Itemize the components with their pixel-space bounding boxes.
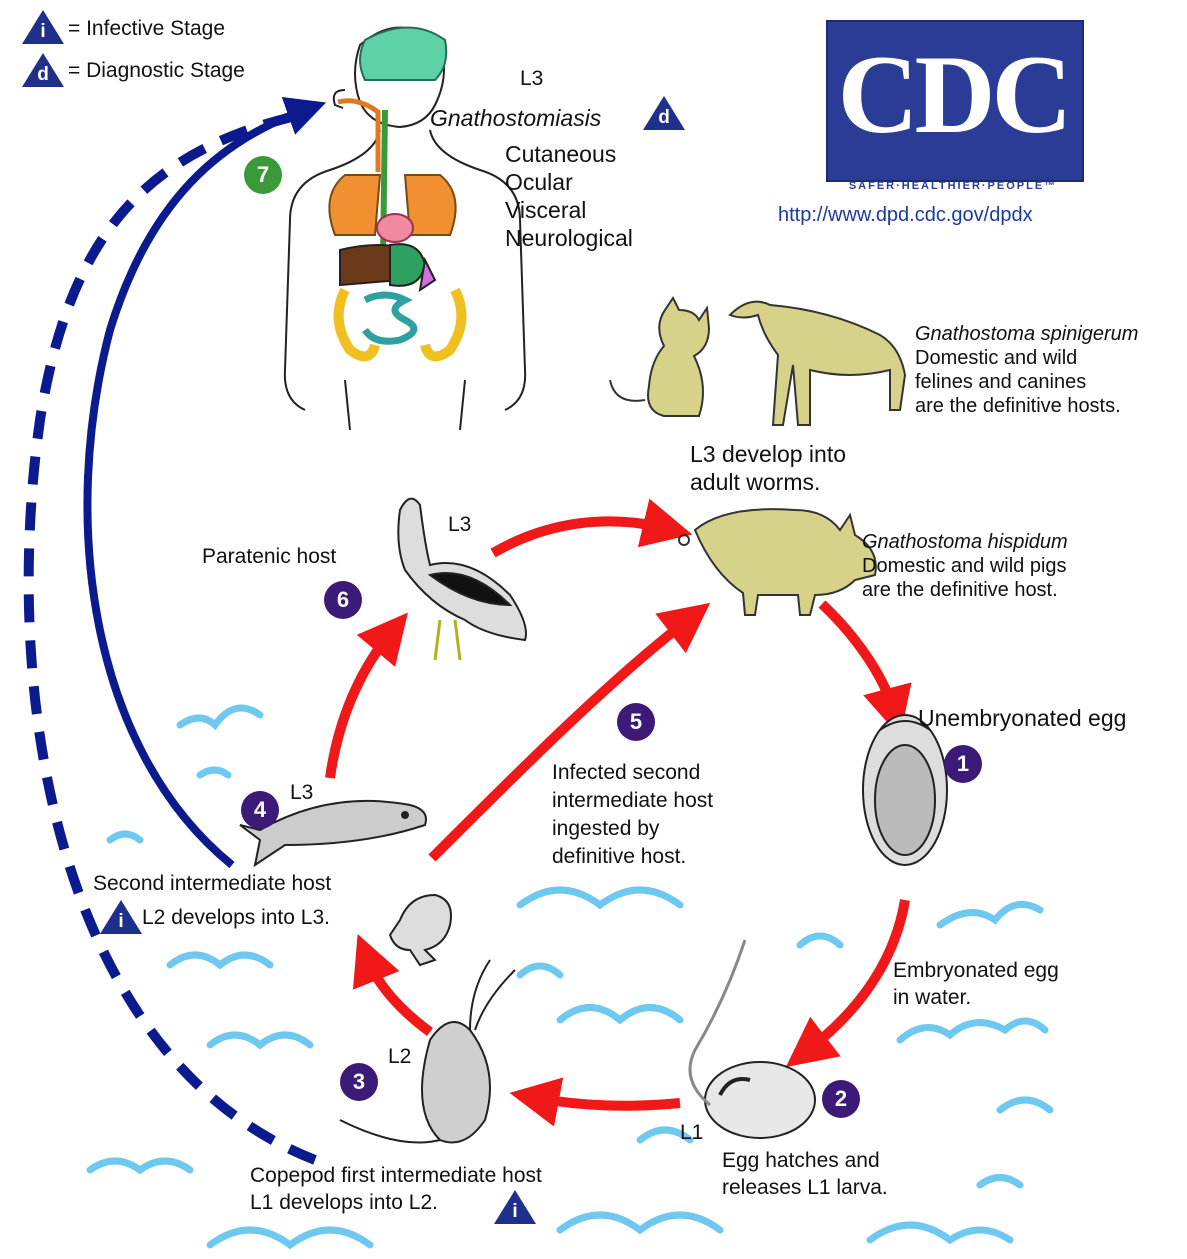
hispidum-name: Gnathostoma hispidum xyxy=(862,530,1068,554)
cdc-url[interactable]: http://www.dpd.cdc.gov/dpdx xyxy=(778,204,1033,227)
step5-line: Infected second xyxy=(552,760,700,785)
step4-stage-label: L3 xyxy=(290,780,313,805)
step5-line: ingested by xyxy=(552,816,659,841)
disease-form: Neurological xyxy=(505,224,633,252)
develop-line: adult worms. xyxy=(690,468,820,496)
step2-line: Egg hatches and xyxy=(722,1148,880,1173)
infective-symbol: i xyxy=(507,1201,523,1223)
infective-symbol: i xyxy=(35,21,51,43)
step3-badge: 3 xyxy=(340,1063,378,1101)
step4-badge: 4 xyxy=(241,791,279,829)
spinigerum-line: felines and canines xyxy=(915,370,1086,394)
diagnostic-stage-icon: d xyxy=(643,96,685,130)
spinigerum-line: are the definitive hosts. xyxy=(915,394,1121,418)
copepod xyxy=(340,960,515,1143)
hispidum-line: are the definitive host. xyxy=(862,578,1058,602)
cat-and-dog xyxy=(610,298,905,425)
spinigerum-name: Gnathostoma spinigerum xyxy=(915,322,1138,346)
embryonated-line: in water. xyxy=(893,985,971,1010)
step3-line: Copepod first intermediate host xyxy=(250,1163,542,1188)
infective-stage-icon: i xyxy=(22,10,64,44)
infective-symbol: i xyxy=(113,911,129,933)
frog xyxy=(390,895,451,965)
step2-line: releases L1 larva. xyxy=(722,1175,888,1200)
step4-line: Second intermediate host xyxy=(93,871,331,896)
step4-line: L2 develops into L3. xyxy=(142,905,330,930)
step1-badge: 1 xyxy=(944,745,982,783)
disease-form: Visceral xyxy=(505,196,586,224)
legend-diagnostic-label: = Diagnostic Stage xyxy=(68,58,245,83)
spinigerum-line: Domestic and wild xyxy=(915,346,1077,370)
infective-stage-icon: i xyxy=(494,1190,536,1224)
step6-badge: 6 xyxy=(324,581,362,619)
disease-name: Gnathostomiasis xyxy=(430,104,601,132)
cdc-tagline: SAFER·HEALTHIER·PEOPLE™ xyxy=(826,180,1080,192)
human-stage-label: L3 xyxy=(520,66,543,91)
step6-label: Paratenic host xyxy=(202,544,336,569)
diagnostic-symbol: d xyxy=(35,64,51,86)
step5-line: definitive host. xyxy=(552,844,686,869)
blue-arrows xyxy=(29,110,315,1160)
step3-stage-label: L2 xyxy=(388,1044,411,1069)
diagnostic-stage-icon: d xyxy=(22,53,64,87)
cdc-logo-text: CDC xyxy=(826,30,1080,160)
legend-infective-label: = Infective Stage xyxy=(68,16,225,41)
disease-form: Cutaneous xyxy=(505,140,616,168)
step7-badge: 7 xyxy=(244,156,282,194)
diagnostic-symbol: d xyxy=(656,107,672,129)
step2-badge: 2 xyxy=(822,1080,860,1118)
human-figure xyxy=(285,28,525,431)
hispidum-line: Domestic and wild pigs xyxy=(862,554,1067,578)
egg xyxy=(863,715,947,865)
pig xyxy=(679,509,876,615)
develop-line: L3 develop into xyxy=(690,440,846,468)
step6-stage-label: L3 xyxy=(448,512,471,537)
step3-line: L1 develops into L2. xyxy=(250,1190,438,1215)
step5-line: intermediate host xyxy=(552,788,713,813)
step2-stage-label: L1 xyxy=(680,1120,703,1145)
infective-stage-icon: i xyxy=(100,900,142,934)
step5-badge: 5 xyxy=(617,703,655,741)
disease-form: Ocular xyxy=(505,168,573,196)
embryonated-line: Embryonated egg xyxy=(893,958,1059,983)
hatching-larva xyxy=(690,940,815,1138)
step1-label: Unembryonated egg xyxy=(918,704,1126,732)
